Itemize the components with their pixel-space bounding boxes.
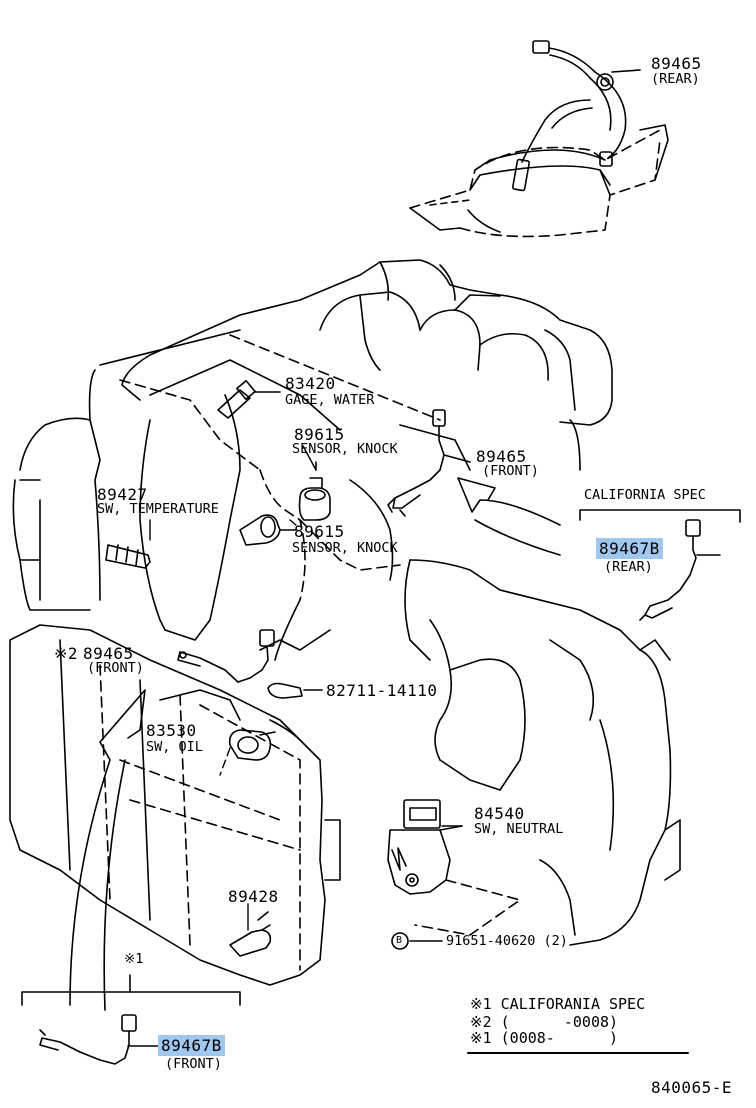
front-o2-upper-desc: (FRONT) [482, 463, 539, 479]
knock-sensor-upper [298, 461, 331, 521]
temperature-switch-part-number: 89427 [97, 485, 148, 504]
temperature-switch [105, 544, 151, 569]
knock-upper-desc: SENSOR, KNOCK [292, 441, 398, 457]
neutral-switch-desc: SW, NEUTRAL [474, 821, 564, 837]
transmission-housing [404, 559, 681, 946]
water-gage-part-number: 83420 [285, 374, 336, 393]
knock-lower-part-number: 89615 [294, 522, 345, 541]
oil-pan [9, 624, 341, 986]
california-rear-desc: (REAR) [604, 559, 653, 575]
sensor-89428-part-number: 89428 [228, 887, 279, 906]
front-o2-sensor-upper [387, 409, 471, 517]
exhaust-catalytic-converter [409, 124, 669, 238]
leader-lines [149, 69, 641, 931]
california-front-part-number: 89467B [158, 1035, 225, 1056]
rear-o2-part-number: 89465 [651, 54, 702, 73]
california-front-header: ※1 [124, 951, 144, 967]
front-o2-marked-desc: (FRONT) [87, 660, 144, 676]
front-o2-sensor-marked [177, 629, 275, 683]
bolt-callout [391, 932, 443, 950]
rear-o2-desc: (REAR) [651, 71, 700, 87]
clamp-part-number: 82711-14110 [326, 681, 438, 700]
water-gage-desc: GAGE, WATER [285, 392, 375, 408]
knock-lower-desc: SENSOR, KNOCK [292, 540, 398, 556]
direction-arrow-lower [69, 689, 146, 1011]
legend-row-1: ※1 CALIFORANIA SPEC [470, 995, 646, 1013]
bolt-part-number: 91651-40620 (2) [446, 933, 568, 949]
diagram-id: 840065-E [651, 1078, 733, 1097]
sensor-89428 [229, 911, 272, 957]
front-o2-marked-mark: ※2 [54, 644, 79, 663]
legend-row-2: ※2 ( -0008) [470, 1013, 619, 1031]
oil-switch-part-number: 83530 [146, 721, 197, 740]
legend-row-3: ※1 (0008- ) [470, 1029, 619, 1047]
front-o2-marked-part-number: 89465 [83, 644, 134, 663]
direction-arrow-upper [457, 477, 561, 556]
california-rear-o2-sensor [579, 509, 741, 621]
engine-block [12, 259, 613, 661]
neutral-switch-part-number: 84540 [474, 804, 525, 823]
bolt-mark: B [396, 935, 403, 946]
water-gage-sensor [217, 379, 281, 419]
front-o2-upper-part-number: 89465 [476, 447, 527, 466]
california-front-o2-sensor [21, 974, 241, 1065]
california-front-desc: (FRONT) [165, 1056, 222, 1072]
temperature-switch-desc: SW, TEMPERATURE [97, 501, 219, 517]
oil-pressure-switch [228, 729, 276, 761]
knock-sensor-lower [239, 514, 297, 546]
neutral-safety-switch [387, 799, 521, 936]
rear-o2-sensor [512, 40, 641, 192]
wire-clamp [267, 682, 323, 699]
knock-upper-part-number: 89615 [294, 425, 345, 444]
california-rear-part-number: 89467B [596, 538, 663, 559]
oil-switch-desc: SW, OIL [146, 739, 203, 755]
california-rear-header: CALIFORNIA SPEC [584, 487, 706, 503]
